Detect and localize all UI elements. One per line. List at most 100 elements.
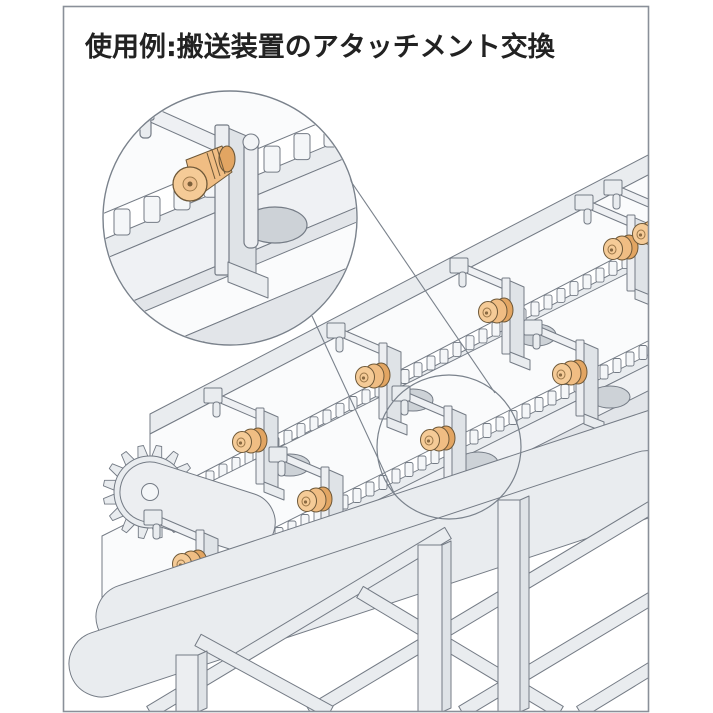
chain-link-tooth [54,234,70,260]
attachment-bracket [449,257,531,371]
frame-brace [194,633,334,712]
detail-cross-beam-face [104,247,356,344]
bracket-head [143,509,163,526]
chain-link-tooth [508,410,518,425]
clamp-knob-icon [603,234,639,261]
bracket-head [203,387,223,404]
sprocket-hub [141,483,159,501]
bracket-head [603,179,623,196]
frame-brace [146,526,452,712]
chain-link-tooth [569,281,579,297]
chain-link-tooth [521,403,531,419]
chain-link-tooth [24,247,40,273]
clamp-knob-icon [420,425,456,452]
bracket-head [127,95,155,121]
chain-link-tooth [413,362,423,378]
clamp-knob-icon [355,362,391,389]
chain-link-tooth [384,96,400,122]
illustration-border [62,5,650,713]
frame-leg-side [197,650,208,712]
frame-brace [356,585,564,712]
chain-link-tooth [426,355,436,371]
bracket-pin [139,117,152,139]
attachment-bracket [326,322,408,436]
chain-link-tooth [595,267,605,283]
frame-brace [576,662,649,712]
detail-circle-outline [102,90,358,346]
chain-link-tooth [417,455,427,471]
bracket-head [449,257,469,274]
chain-link-tooth [495,416,505,432]
chain-link-tooth [534,397,544,412]
detail-beam-top [104,92,356,249]
bracket-pin [212,401,221,418]
chain-link-tooth [414,83,430,109]
bracket-head [574,194,594,211]
clamp-knob-icon [478,297,514,324]
bracket-pin [612,193,621,210]
chain-link-tooth [599,364,609,380]
knob-knurl-line [211,149,221,177]
callout-line [332,154,496,394]
bracket-foot [227,261,269,299]
chain-link-tooth [556,287,566,303]
frame-leg [497,499,521,712]
bracket-foot [386,416,408,436]
chain-link-tooth [352,488,362,503]
chain-link-tooth [84,222,100,248]
magnifier-callout [311,154,522,520]
chain-link-tooth [353,107,356,135]
frame-leg [175,654,199,712]
chain-link-tooth [469,429,479,445]
rail-band [149,154,649,435]
chain-link-tooth [439,348,449,364]
chain-link-tooth [612,358,622,373]
knob-knurl-line [206,152,216,180]
bracket-plate-side [662,202,678,281]
bracket-foot [509,351,531,371]
clamp-knob-icon [552,359,588,386]
bracket-rod-cap [242,133,260,151]
chain-link-tooth [543,294,553,310]
chain-link-tooth [430,449,440,464]
clamp-knob-icon [172,145,236,202]
conveyor-machine [68,154,684,712]
bracket-foot [664,274,684,292]
chain-link-tooth [652,339,660,353]
frame-leg [417,544,443,712]
chain-link-tooth [113,208,131,236]
chain-link-tooth [391,468,401,484]
illustration-content: 使用例:搬送装置のアタッチメント交換 [24,31,684,712]
clamp-knob-icon [232,427,268,454]
chain-link-tooth [452,341,462,357]
frame-leg-side [519,495,530,712]
chain-link-tooth [491,321,501,337]
chain-link-tooth [582,274,592,290]
chain-link-tooth [530,301,540,317]
chain-link-tooth [263,145,281,173]
chain-link-tooth [400,369,410,384]
attachment-bracket [603,179,684,292]
usage-example-title: 使用例:搬送装置のアタッチメント交換 [84,31,556,63]
frame-brace [306,500,649,712]
support-frame [68,403,649,712]
bracket-pin [532,333,541,350]
bracket-head [326,322,346,339]
chain-link-tooth [361,389,371,405]
chain-link-tooth [482,423,492,438]
bracket-pin [583,208,592,225]
bracket-head [268,446,288,463]
bracket-rod [243,139,259,249]
chain-link-tooth [608,260,618,276]
chain-link-tooth [465,335,475,351]
chain-link-tooth [365,481,375,497]
bracket-pin [152,523,161,540]
bracket-head [523,319,543,336]
bracket-pin [277,460,286,477]
clamp-knob-icon [297,486,333,513]
chain-link-tooth [547,390,557,406]
bracket-plate-front [656,200,664,276]
bracket-pin [335,336,344,353]
